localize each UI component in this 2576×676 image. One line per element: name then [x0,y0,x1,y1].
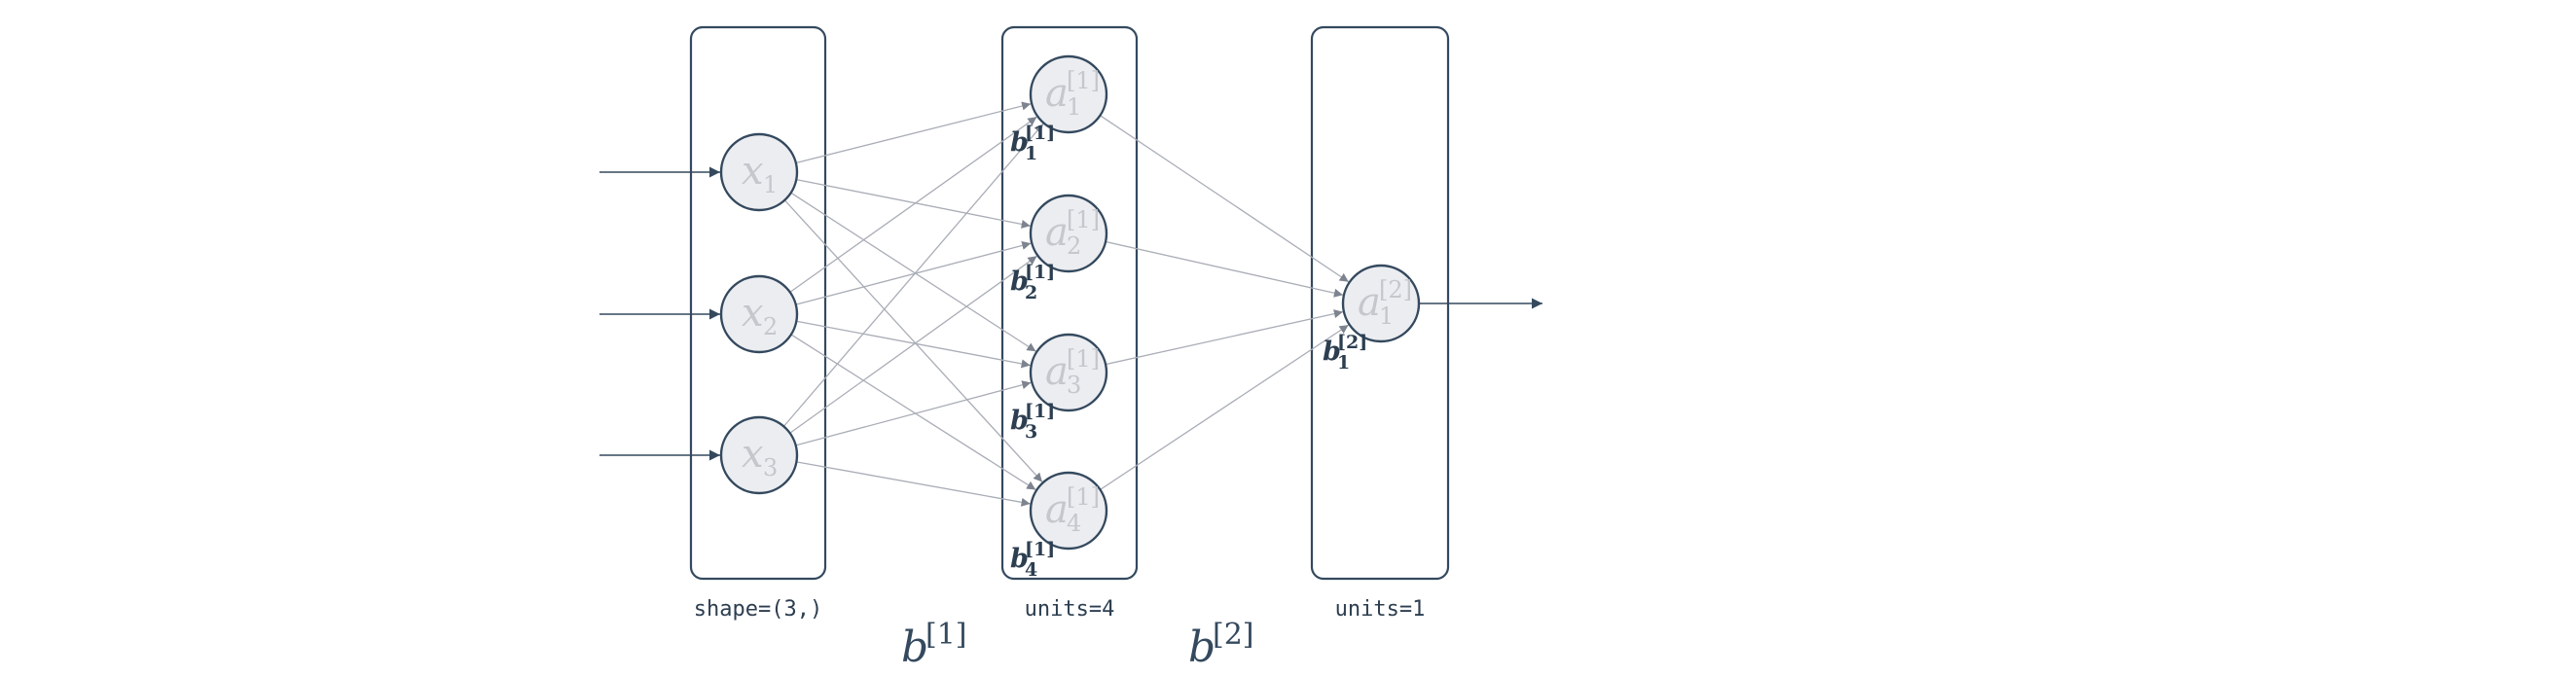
neuron-var: x [742,149,764,194]
layer-bias-label-2: b [2] [1188,618,1254,672]
layer-bias-1-var: b [901,623,928,672]
neuron-sup: [1] [1067,67,1100,94]
edge-l0-n2-to-n1 [789,116,1037,293]
neuron-circle [719,132,799,212]
neuron-sub: 1 [1379,302,1394,330]
neuron-sub: 2 [1067,232,1081,260]
node-l1-2: a2[1] [1029,194,1108,273]
layer-bias-1-sup: [1] [925,618,967,652]
bias-var: b [1010,127,1029,158]
neuron-sup: [1] [1067,483,1100,511]
bias-sub: 1 [1337,352,1350,374]
neuron-sup: [1] [1067,206,1100,233]
layer-bias-2-sup: [2] [1213,618,1254,652]
edge-l1-n4-to-n1 [1100,324,1350,490]
bias-l1-1: b1[1] [1010,123,1055,164]
edge-l0-n3-to-n4 [796,461,1031,507]
edge-l0-n1-to-n2 [796,178,1031,229]
bias-l1-4: b4[1] [1010,539,1055,581]
neuron-var: a [1358,280,1381,325]
neuron-sub: 2 [763,313,778,340]
input-layer-box [689,25,827,581]
neuron-sub: 3 [763,454,778,481]
hidden-layer-box [1000,25,1139,581]
neuron-var: a [1045,71,1069,116]
neuron-circle [1029,471,1108,551]
layer-bias-label-1: b [1] [901,618,967,672]
neuron-circle [719,415,799,495]
output-layer-caption: units=1 [1335,597,1426,622]
bias-sup: [1] [1025,401,1055,422]
bias-sup: [1] [1025,539,1055,560]
neuron-sub: 1 [763,171,778,198]
edge-l0-n1-to-n3 [790,192,1036,352]
hidden-layer-caption: units=4 [1025,597,1115,622]
bias-sub: 2 [1025,282,1037,303]
layer-bias-2-var: b [1188,623,1215,672]
neuron-circle [1029,333,1108,412]
input-layer-caption: shape=(3,) [694,597,822,622]
neuron-circle [1029,54,1108,134]
bias-l1-3: b3[1] [1010,401,1055,443]
edge-l0-n1-to-n1 [795,101,1032,164]
neuron-var: x [742,432,764,477]
node-l1-1: a1[1] [1029,54,1108,134]
io-arrows [599,166,1542,461]
bias-var: b [1010,406,1029,436]
connections [782,101,1350,507]
bias-sub: 4 [1025,559,1037,581]
neuron-var: x [742,291,764,336]
edge-l0-n2-to-n2 [795,240,1032,305]
bias-sup: [2] [1337,332,1367,353]
neuron-var: a [1045,487,1069,532]
node-l2-1: a1[2] [1341,264,1421,343]
bias-sup: [1] [1025,262,1055,283]
edge-l1-n3-to-n1 [1105,309,1344,366]
bias-sup: [1] [1025,123,1055,144]
edge-l1-n2-to-n1 [1105,240,1344,298]
edge-l0-n3-to-n2 [789,255,1037,434]
neuron-circle [1341,264,1421,343]
node-l1-3: a3[1] [1029,333,1108,412]
edge-l0-n2-to-n4 [790,334,1036,491]
neuron-var: a [1045,210,1069,255]
edge-l0-n3-to-n1 [782,123,1044,427]
bias-sub: 1 [1025,143,1037,164]
bias-l1-2: b2[1] [1010,262,1055,303]
edge-l0-n2-to-n3 [796,320,1031,369]
bias-l2-1: b1[2] [1323,332,1367,374]
bias-var: b [1010,544,1029,574]
neuron-circle [1029,194,1108,273]
bias-sub: 3 [1025,421,1037,443]
neuron-sup: [2] [1379,276,1412,303]
neuron-sup: [1] [1067,345,1100,373]
neuron-sub: 3 [1067,372,1081,399]
node-biases: b1[1]b2[1]b3[1]b4[1]b1[2] [1010,123,1367,581]
bias-var: b [1010,267,1029,297]
neuron-circle [719,274,799,354]
node-l1-4: a4[1] [1029,471,1108,551]
neuron-sub: 4 [1067,510,1081,537]
neuron-var: a [1045,349,1069,394]
edge-l1-n1-to-n1 [1100,115,1350,283]
neuron-sub: 1 [1067,93,1081,121]
edge-l0-n3-to-n3 [795,380,1032,446]
edge-l0-n1-to-n4 [783,199,1043,482]
bias-var: b [1323,337,1341,367]
